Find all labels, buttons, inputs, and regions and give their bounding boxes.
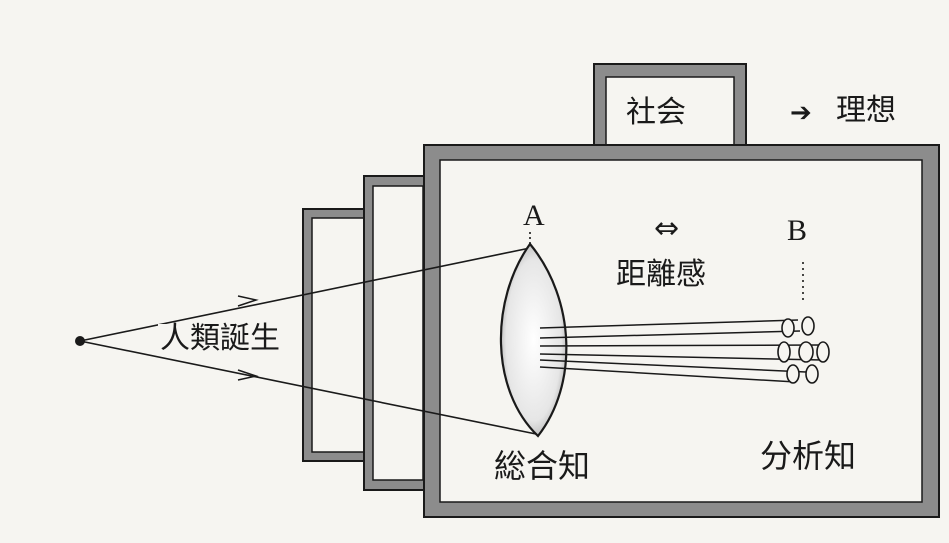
point-b-label: B [787,214,808,247]
sense-of-distance-label: 距離感 [616,257,706,292]
ideal-label: 理想 [836,93,896,128]
society-box [593,63,747,153]
origin-point [75,336,85,346]
society-label: 社会 [626,95,686,130]
synthetic-knowledge-label: 総合知 [494,447,591,485]
double-arrow-icon: ⇔ [654,211,680,246]
lens [499,242,568,438]
analytic-rays [539,319,823,383]
analytic-knowledge-label: 分析知 [760,437,857,475]
light-rays [79,247,537,435]
lens-barrel-outer [302,208,374,462]
right-arrow-icon: ➔ [790,98,812,128]
point-a-label: A [523,199,545,232]
analytic-tubes [777,316,830,384]
human-birth-label: 人類誕生 [158,321,282,356]
lens-barrel-middle [363,175,433,491]
